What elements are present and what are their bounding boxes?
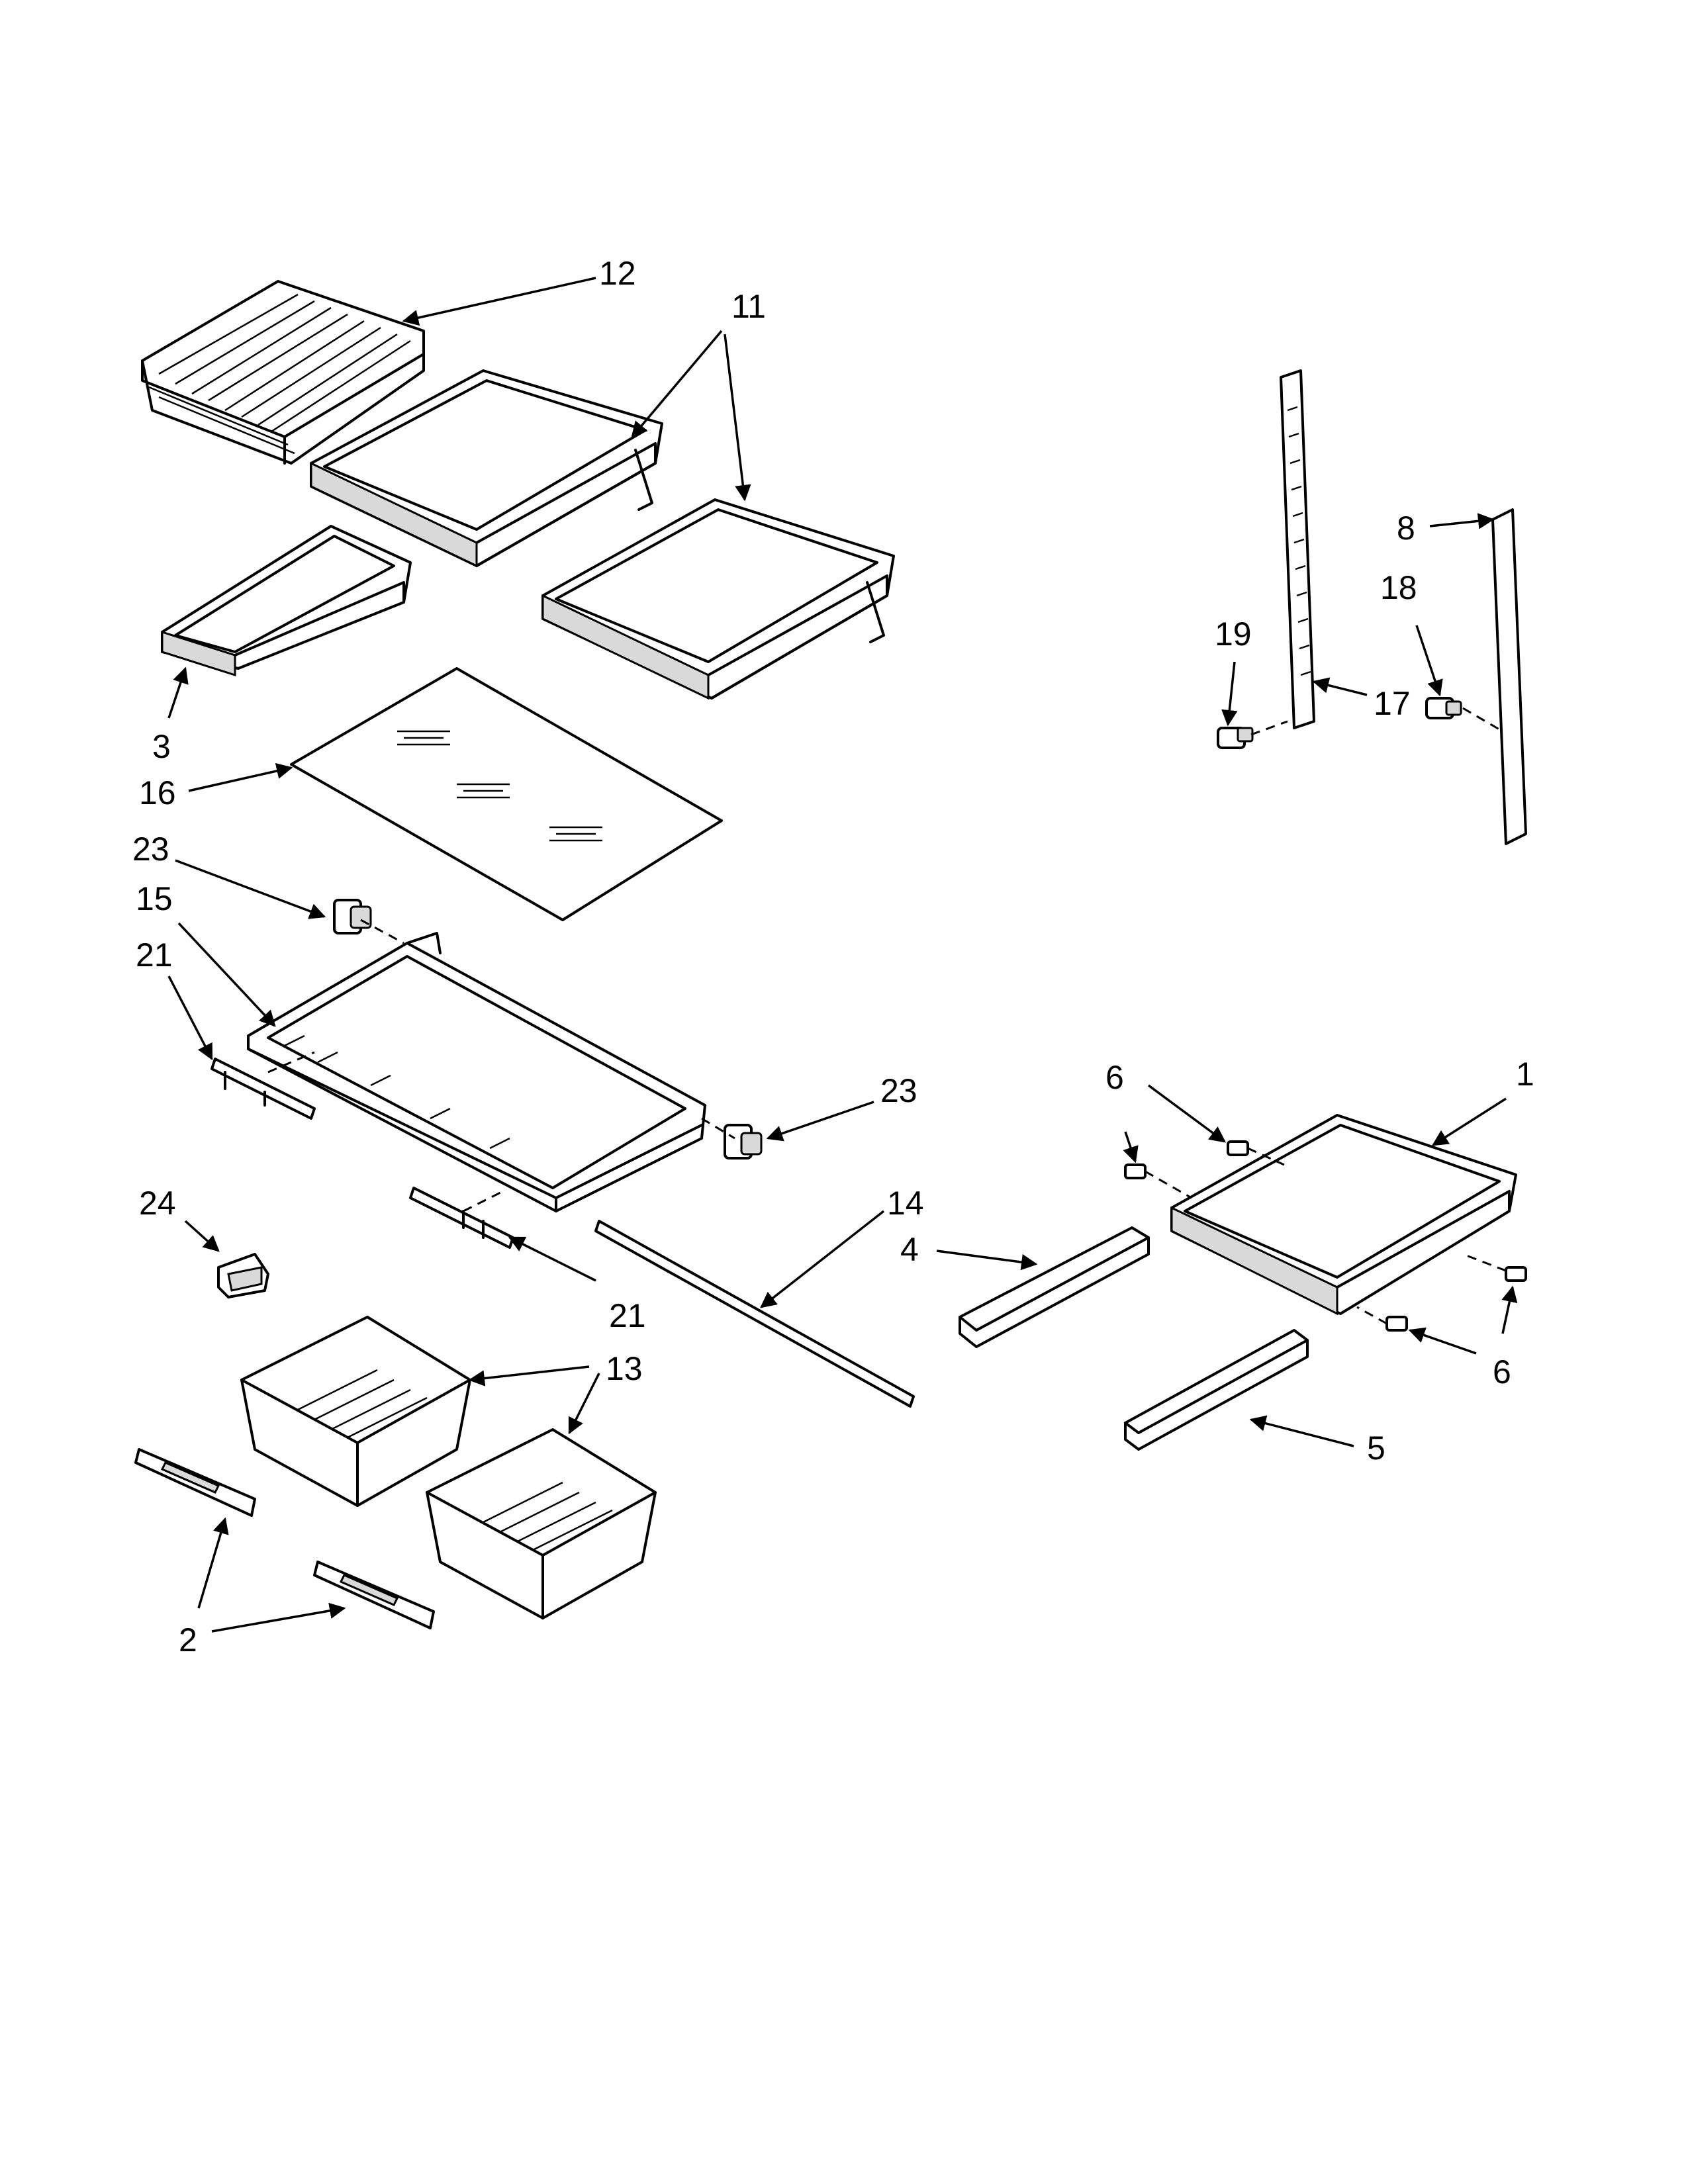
part-8-vertical-rail bbox=[1491, 508, 1527, 845]
part-23-clip-right bbox=[724, 1124, 763, 1160]
part-24-bracket bbox=[217, 1253, 269, 1298]
callout-8: 8 bbox=[1397, 510, 1415, 547]
callout-19: 19 bbox=[1215, 615, 1252, 653]
part-4-rail bbox=[959, 1226, 1150, 1348]
part-23-clip-left bbox=[333, 899, 372, 934]
callout-21-upper: 21 bbox=[136, 936, 173, 974]
callout-18: 18 bbox=[1380, 569, 1417, 606]
part-12-wire-basket bbox=[141, 280, 425, 465]
callout-23-right: 23 bbox=[880, 1072, 917, 1109]
callout-5: 5 bbox=[1367, 1430, 1385, 1467]
callout-4: 4 bbox=[900, 1231, 919, 1268]
part-19-screw bbox=[1217, 727, 1254, 749]
callout-15: 15 bbox=[136, 880, 173, 917]
part-17-vertical-rail bbox=[1280, 369, 1315, 729]
part-21-slide-lower bbox=[409, 1187, 514, 1249]
part-11-shelf-upper bbox=[310, 369, 663, 568]
callout-12: 12 bbox=[599, 255, 636, 292]
callout-16: 16 bbox=[139, 774, 176, 811]
callout-6-upper: 6 bbox=[1105, 1059, 1124, 1096]
callout-24: 24 bbox=[139, 1185, 176, 1222]
callout-11: 11 bbox=[731, 288, 766, 325]
part-13-drawer-upper bbox=[240, 1316, 471, 1507]
part-3-small-shelf bbox=[161, 525, 412, 677]
part-2-handle-lower bbox=[313, 1561, 435, 1629]
part-16-glass-panel bbox=[290, 667, 723, 921]
part-6-screws bbox=[1124, 1140, 1527, 1332]
part-1-shelf bbox=[1170, 1114, 1517, 1316]
assembly-lines bbox=[267, 707, 1507, 1325]
part-21-slide-upper bbox=[211, 1058, 316, 1120]
part-18-screw bbox=[1425, 697, 1462, 719]
callout-14: 14 bbox=[887, 1185, 924, 1222]
callout-13: 13 bbox=[606, 1350, 643, 1387]
part-2-handle-upper bbox=[134, 1448, 256, 1517]
callout-3: 3 bbox=[152, 728, 171, 765]
part-14-rail bbox=[594, 1220, 915, 1408]
callout-23-left: 23 bbox=[132, 831, 169, 868]
callout-17: 17 bbox=[1374, 685, 1411, 722]
callout-2: 2 bbox=[179, 1621, 197, 1659]
callout-1: 1 bbox=[1516, 1056, 1534, 1093]
part-5-rail bbox=[1124, 1329, 1309, 1451]
leader-lines bbox=[167, 277, 1518, 1633]
callout-21-lower: 21 bbox=[609, 1297, 646, 1334]
part-11-shelf-lower bbox=[541, 498, 895, 700]
callout-6-lower: 6 bbox=[1493, 1353, 1511, 1390]
part-13-drawer-lower bbox=[426, 1428, 657, 1619]
callout-labels: 12 11 3 16 23 15 21 23 24 21 14 13 2 4 5… bbox=[132, 255, 1534, 1659]
part-15-shelf-frame bbox=[247, 932, 706, 1212]
